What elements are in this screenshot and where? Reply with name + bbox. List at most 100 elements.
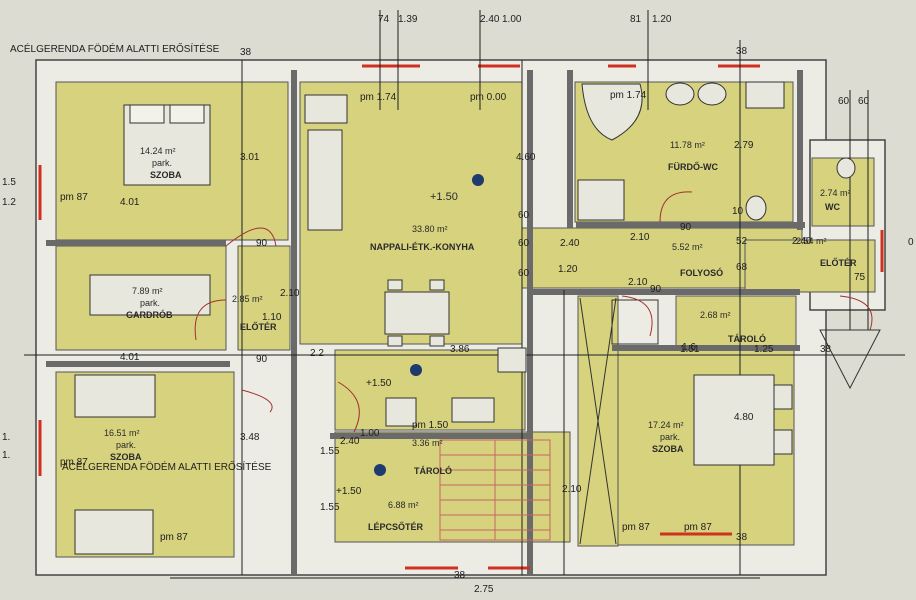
label-szoba-2-area: 16.51 m²: [104, 428, 140, 438]
label-wc-area: 2.74 m²: [820, 188, 851, 198]
dim-v-37: 1.2: [2, 197, 16, 208]
level-pm87c: pm 87: [160, 532, 188, 543]
room-eloter-1: [237, 245, 291, 351]
dim-v-12: 60: [518, 238, 530, 249]
top-dimensions: 38 74 1.39 2.40 1.00 81 1.20 38 60 60: [240, 14, 870, 107]
level-pm87b: pm 87: [60, 457, 88, 468]
room-kitchen-lower: [334, 349, 526, 431]
label-eloter-2: ELŐTÉR: [820, 257, 857, 268]
washbasin-2: [697, 82, 727, 106]
dim-v-20: 2.10: [280, 288, 300, 299]
dim-v-28: 1.55: [320, 502, 340, 513]
label-lepcso-area: 6.88 m²: [388, 500, 419, 510]
label-lepcso: LÉPCSŐTÉR: [368, 521, 424, 532]
label-furdo: FÜRDŐ-WC: [668, 161, 718, 172]
label-folyoso: FOLYOSÓ: [680, 267, 723, 278]
label-szoba-2-floor: park.: [116, 440, 136, 450]
chair-2: [429, 279, 445, 291]
dim-v-34: 4.01: [120, 197, 140, 208]
label-wc: WC: [825, 202, 840, 212]
level-pm000: pm 0.00: [470, 92, 507, 103]
dim-top-6: 1.20: [652, 14, 672, 25]
dim-v-41: 2.2: [310, 348, 324, 359]
entry-arrow: [819, 329, 881, 390]
bath-cabinet: [745, 81, 785, 109]
dimension-lines: [24, 10, 905, 579]
dim-v-21: 2.40: [560, 238, 580, 249]
level-pm87d: pm 87: [622, 522, 650, 533]
dim-v-40: 1.6: [682, 342, 696, 353]
label-gardrob: GARDRÓB: [126, 309, 173, 320]
chair-4: [429, 335, 445, 347]
dim-v-32: 3.86: [450, 344, 470, 355]
dim-v-22: 2.40: [792, 236, 812, 247]
toilet-1: [745, 195, 767, 221]
fridge: [385, 397, 417, 427]
dim-v-7: 90: [680, 222, 692, 233]
dim-top-5: 81: [630, 14, 642, 25]
lamp-icon-1: [472, 174, 484, 186]
dim-top-7: 38: [736, 46, 748, 57]
level-pm174a: pm 1.74: [360, 92, 397, 103]
dim-v-25: 1.00: [360, 428, 380, 439]
dim-top-8: 60: [838, 96, 850, 107]
bathtub: [581, 83, 643, 141]
dim-v-23: 1.25: [754, 344, 774, 355]
dim-v-6: 90: [256, 354, 268, 365]
label-gardrob-area: 7.89 m²: [132, 286, 163, 296]
level-marks: pm 0.00 pm 1.74 pm 1.74 pm 87 pm 87 pm 8…: [60, 90, 712, 543]
label-gardrob-floor: park.: [140, 298, 160, 308]
label-eloter-1: ELŐTÉR: [240, 321, 277, 332]
label-tarolo-1-area: 2.68 m²: [700, 310, 731, 320]
label-szoba-3-area: 17.24 m²: [648, 420, 684, 430]
nightstand-2: [773, 429, 793, 455]
label-folyoso-area: 5.52 m²: [672, 242, 703, 252]
label-nappali: NAPPALI-ÉTK.-KONYHA: [370, 242, 475, 252]
void-shaft: [579, 297, 617, 545]
shower: [577, 179, 625, 221]
dim-top-1: 74: [378, 14, 390, 25]
dim-v-0: 3.01: [240, 152, 260, 163]
dim-v-26: 2.40: [340, 436, 360, 447]
dim-v-42: 75: [854, 272, 866, 283]
dim-v-17: 2.10: [562, 484, 582, 495]
desk-1: [74, 374, 156, 418]
label-szoba-3: SZOBA: [652, 444, 684, 454]
level-pm174b: pm 1.74: [610, 90, 647, 101]
nightstand-1: [773, 384, 793, 410]
label-szoba-1-floor: park.: [152, 158, 172, 168]
interior-walls: [46, 70, 805, 575]
dim-top-3: 2.40: [480, 14, 500, 25]
label-szoba-2: SZOBA: [110, 452, 142, 462]
dim-v-10: 52: [736, 236, 748, 247]
room-tarolo-1: [675, 295, 797, 347]
label-szoba-1-area: 14.24 m²: [140, 146, 176, 156]
wardrobe: [89, 274, 211, 316]
lamp-icon-3: [374, 464, 386, 476]
cabinet: [304, 94, 348, 124]
label-nappali-level: +1.50: [430, 191, 458, 203]
dim-v-8: 90: [650, 284, 662, 295]
label-eloter-2-area: 2.54 m²: [796, 236, 827, 246]
desk-2: [74, 509, 154, 555]
bed-3: [693, 374, 775, 466]
dim-v-35: 4.01: [120, 352, 140, 363]
dim-v-1: 2.79: [734, 140, 754, 151]
label-eloter-1-area: 2.85 m²: [232, 294, 263, 304]
lamp-icon-2: [410, 364, 422, 376]
dim-v-33: 1.51: [680, 344, 700, 355]
dim-top-0: 38: [240, 47, 252, 58]
furniture: [74, 81, 856, 555]
level-pm87a: pm 87: [60, 192, 88, 203]
dim-top-4: 1.00: [502, 14, 522, 25]
dim-v-31: 38: [736, 532, 748, 543]
dim-v-2: 3.48: [240, 432, 260, 443]
toilet-2: [836, 157, 856, 179]
dim-top-2: 1.39: [398, 14, 418, 25]
pillow-1: [129, 104, 165, 124]
dim-v-3: 4.80: [734, 412, 754, 423]
stove: [497, 347, 527, 373]
dim-v-43: 0: [908, 237, 914, 248]
room-labels: SZOBA park. 14.24 m² GARDRÓB park. 7.89 …: [104, 140, 857, 532]
dim-v-30: 38: [454, 570, 466, 581]
